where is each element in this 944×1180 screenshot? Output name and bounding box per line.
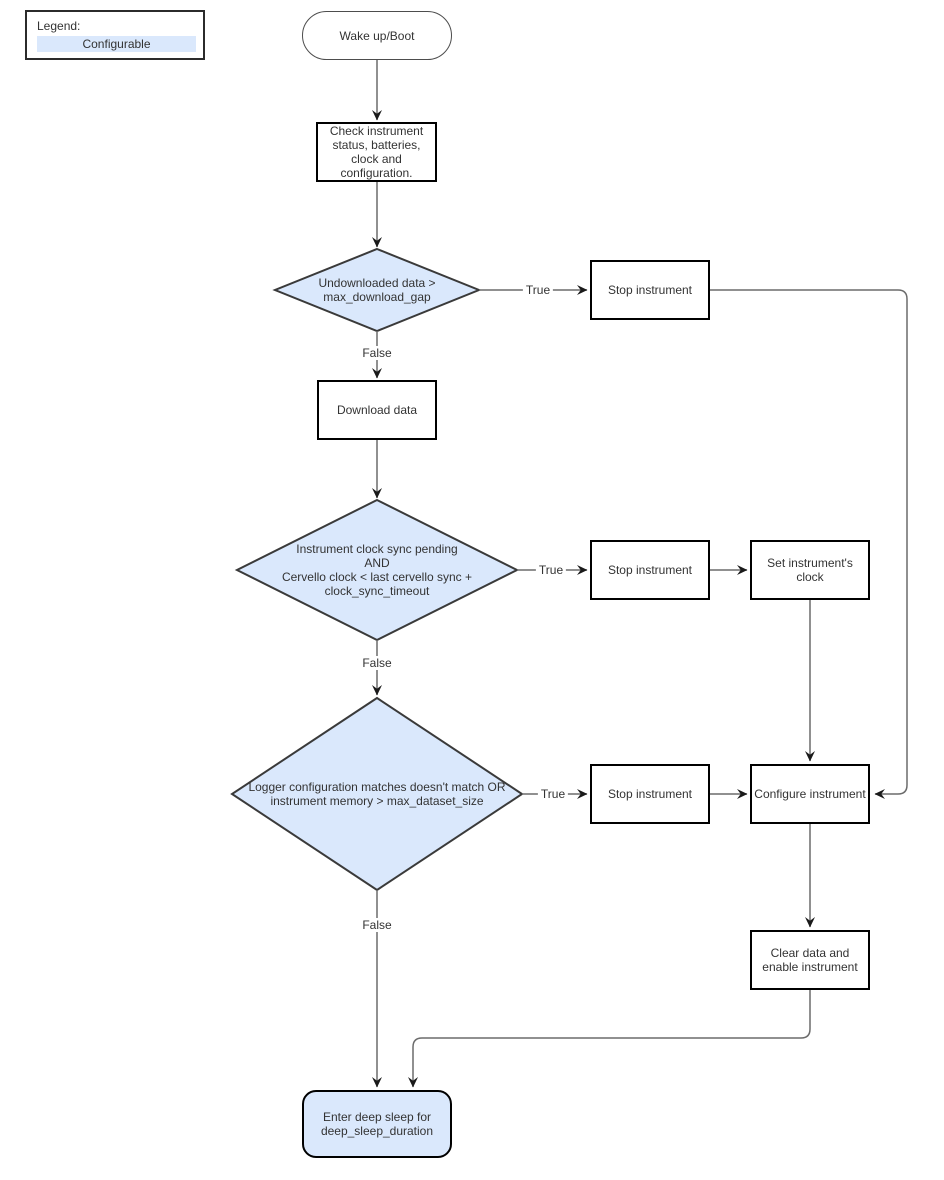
legend-title: Legend:: [37, 19, 81, 33]
node-clear-data-enable: Clear data and enable instrument: [750, 930, 870, 990]
legend-box: Legend: Configurable: [25, 10, 205, 60]
edge-label-false-3: False: [359, 918, 395, 932]
edge-label-false-2: False: [359, 656, 395, 670]
decision-logger-config-shape: [230, 696, 524, 892]
edge-label-true-3: True: [537, 787, 569, 801]
legend-item-configurable: Configurable: [37, 36, 196, 52]
edge-stop1-to-configure: [710, 289, 908, 799]
node-check-instrument: Check instrument status, batteries, cloc…: [316, 122, 437, 182]
node-wake-up-boot: Wake up/Boot: [302, 11, 452, 60]
edge-label-true-1: True: [522, 283, 554, 297]
decision-undownloaded-data-shape: [272, 247, 482, 333]
node-enter-deep-sleep: Enter deep sleep for deep_sleep_duration: [302, 1090, 452, 1158]
node-stop-instrument-2: Stop instrument: [590, 540, 710, 600]
edge-label-false-1: False: [359, 346, 395, 360]
node-stop-instrument-1: Stop instrument: [590, 260, 710, 320]
edge-label-true-2: True: [535, 563, 567, 577]
node-configure-instrument: Configure instrument: [750, 764, 870, 824]
node-stop-instrument-3: Stop instrument: [590, 764, 710, 824]
node-download-data: Download data: [317, 380, 437, 440]
edge-clear-to-deep-sleep: [408, 990, 811, 1088]
node-set-instrument-clock: Set instrument's clock: [750, 540, 870, 600]
decision-clock-sync-shape: [234, 498, 520, 642]
